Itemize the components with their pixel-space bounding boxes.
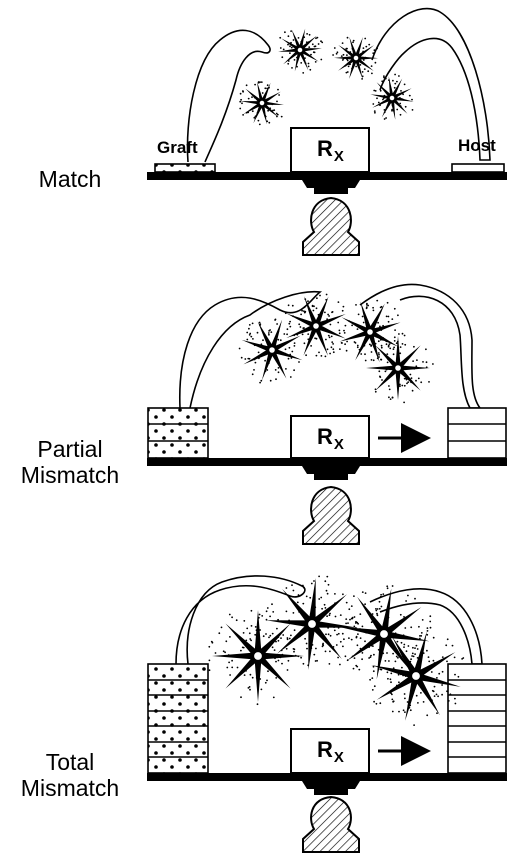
panel-label-line1: Match	[38, 166, 102, 192]
rx-label: RX	[317, 737, 344, 766]
rx-box	[290, 127, 370, 173]
right-arc	[371, 7, 491, 161]
lymphocytes-partial	[238, 293, 434, 404]
panel-label-line2: Mismatch	[20, 462, 120, 488]
lymphocyte-icon	[332, 36, 378, 80]
rx-sub: X	[333, 749, 344, 766]
panel-label-partial: Partial Mismatch	[0, 436, 140, 488]
lymphocyte-icon	[337, 299, 401, 363]
rx-label: RX	[317, 136, 344, 165]
fulcrum	[302, 180, 360, 256]
panel-label-match: Match	[0, 166, 140, 192]
lymphocyte-icon	[239, 81, 284, 126]
lymphocyte-icon	[366, 332, 434, 404]
lymphocyte-icon	[336, 585, 432, 681]
panel-total-mismatch	[147, 575, 507, 853]
panel-label-total: Total Mismatch	[0, 749, 140, 801]
panel-label-line1: Total	[45, 749, 95, 775]
graft-label: Graft	[157, 138, 198, 157]
lymphocytes-match	[239, 28, 414, 126]
graft-stack	[147, 663, 209, 774]
panel-label-line2: Mismatch	[20, 775, 120, 801]
rx-box	[290, 728, 370, 774]
rx-sub: X	[333, 148, 344, 165]
lymphocyte-icon	[208, 607, 305, 706]
panel-label-line1: Partial	[37, 436, 103, 462]
lymphocyte-icon	[238, 318, 306, 384]
base-bar	[147, 773, 507, 781]
graft-stack	[147, 407, 209, 459]
host-stack	[447, 407, 507, 459]
host-label: Host	[458, 136, 496, 155]
right-arc	[359, 283, 482, 409]
left-arc	[186, 29, 271, 163]
left-arc	[179, 290, 323, 409]
fulcrum	[302, 781, 360, 853]
rx-sub: X	[333, 436, 344, 453]
lymphocyte-icon	[278, 28, 324, 74]
base-bar	[147, 458, 507, 466]
panel-match	[147, 7, 507, 256]
fulcrum	[302, 466, 360, 545]
lymphocytes-total	[208, 575, 465, 726]
rx-main: R	[317, 424, 333, 449]
panel-partial-mismatch	[147, 283, 507, 545]
lymphocyte-icon	[284, 293, 347, 358]
graft-pad	[154, 163, 216, 173]
rx-main: R	[317, 136, 333, 161]
rx-label: RX	[317, 424, 344, 453]
base-bar	[147, 172, 507, 180]
rx-box	[290, 415, 370, 459]
lymphocyte-icon	[370, 73, 414, 120]
lymphocyte-icon	[371, 625, 465, 726]
host-stack	[447, 663, 507, 774]
lymphocyte-icon	[266, 575, 358, 670]
host-pad	[451, 163, 505, 173]
left-arc	[175, 575, 306, 665]
rx-main: R	[317, 737, 333, 762]
